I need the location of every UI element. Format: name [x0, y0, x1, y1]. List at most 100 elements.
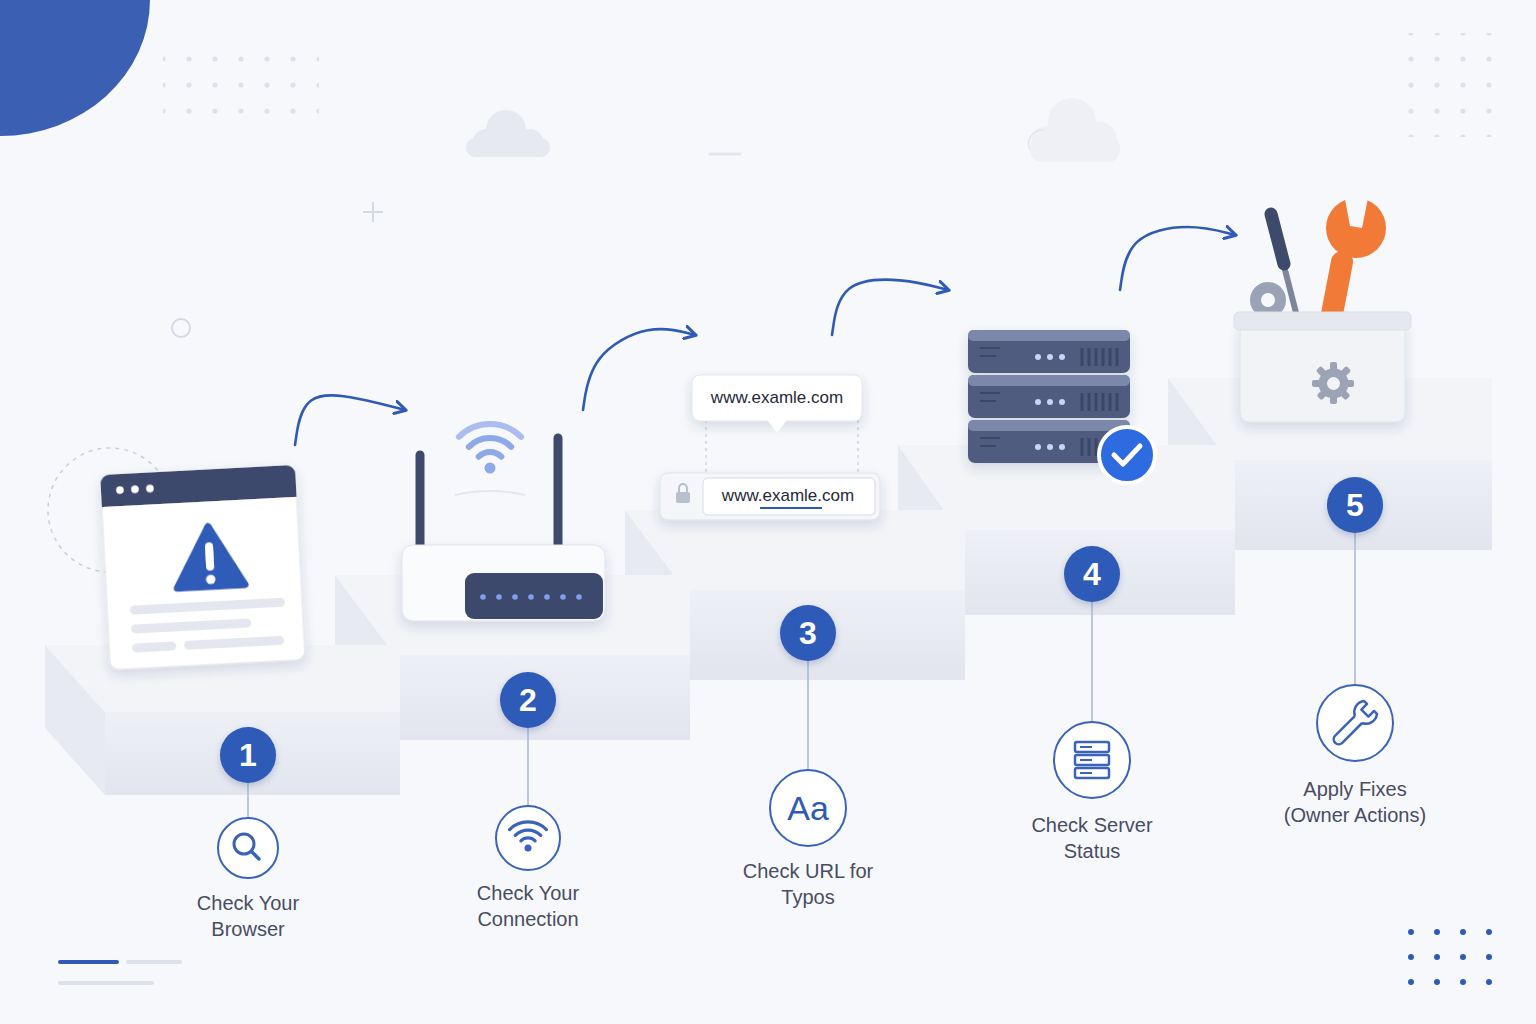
server-illustration-part	[1099, 427, 1155, 483]
browser-warning-illustration-part-part	[100, 465, 296, 507]
router-illustration-part	[496, 594, 502, 600]
browser-warning-illustration-part-part	[184, 636, 284, 650]
caption-icons-part	[525, 845, 532, 852]
router-illustration-part	[485, 463, 496, 474]
server-illustration-part-part	[968, 330, 1130, 373]
server-illustration	[968, 330, 1155, 483]
caption-icons-part	[252, 852, 260, 860]
url-illustration-part-part	[692, 375, 862, 421]
toolbox-illustration-part	[1261, 293, 1275, 307]
background-part	[0, 0, 150, 136]
browser-warning-illustration-part-part	[130, 598, 285, 615]
browser-warning-illustration-part-part	[116, 486, 124, 494]
router-illustration-part-part	[402, 545, 605, 621]
server-illustration-part	[1059, 399, 1065, 405]
router-illustration-part-part	[465, 573, 603, 619]
server-illustration-part	[1035, 444, 1041, 450]
toolbox-illustration-part-part	[1316, 366, 1351, 401]
step-number: 4	[1064, 546, 1120, 602]
server-illustration-part	[1047, 354, 1053, 360]
router-illustration-part	[528, 594, 534, 600]
caption-icons-part-part	[1350, 699, 1378, 727]
caption-icons-part	[1080, 747, 1092, 773]
staircase-part	[105, 712, 400, 795]
url-text: www.examle.com	[692, 388, 862, 408]
staircase-part	[1228, 460, 1492, 550]
icon-glyph: Aa	[773, 788, 843, 828]
decor-clouds-part	[1029, 130, 1044, 150]
decor-clouds-part	[710, 153, 740, 156]
router-illustration-part	[576, 594, 582, 600]
url-illustration-part-part	[660, 473, 880, 520]
browser-warning-illustration-part-part	[101, 483, 296, 507]
router-illustration-part	[459, 424, 521, 437]
router-illustration-part	[402, 545, 605, 621]
step-number: 1	[220, 727, 276, 783]
router-illustration-part	[512, 594, 518, 600]
leader-lines-part	[1354, 533, 1356, 685]
url-text: www.examle.com	[703, 486, 873, 506]
staircase-part	[958, 530, 1235, 615]
browser-warning-illustration-part	[100, 465, 305, 670]
caption-icons-part	[510, 822, 547, 830]
browser-warning-illustration-part-part	[146, 485, 154, 493]
toolbox-illustration-part	[1234, 312, 1411, 330]
decor-clouds-part	[172, 319, 190, 337]
router-illustration-part	[416, 455, 425, 558]
url-illustration-part	[767, 420, 787, 433]
browser-warning-illustration-part-part	[174, 525, 245, 588]
server-illustration-part	[1059, 444, 1065, 450]
background-part	[163, 48, 319, 126]
decor-clouds-part	[466, 138, 550, 157]
caption-icons-part	[1327, 699, 1379, 751]
caption-icons-part	[218, 818, 278, 878]
toolbox-illustration-part	[1312, 362, 1354, 404]
leader-lines-part	[527, 728, 529, 806]
server-illustration-part	[968, 420, 1130, 431]
step-arrow	[583, 329, 695, 410]
browser-warning-illustration	[48, 448, 305, 670]
server-illustration-part	[1035, 354, 1041, 360]
step-node: 1Check Your Browser	[40, 425, 295, 955]
step-caption: Check Server Status	[1012, 812, 1172, 864]
step-number: 5	[1327, 477, 1383, 533]
caption-icons-part	[496, 806, 560, 870]
router-illustration-part	[554, 438, 563, 545]
server-illustration-part	[1114, 446, 1140, 464]
server-illustration-part	[980, 348, 1000, 446]
router-illustration-part	[544, 594, 550, 600]
server-illustration-part	[1047, 444, 1053, 450]
caption-icons-part	[515, 830, 540, 835]
toolbox-illustration-part-part	[1240, 322, 1405, 422]
server-illustration-part	[968, 330, 1130, 341]
router-illustration-part	[560, 594, 566, 600]
caption-icons-part	[1054, 722, 1130, 798]
staircase-part	[685, 590, 965, 680]
step-node: 4Check Server Status	[948, 270, 1120, 870]
browser-warning-illustration-part-part	[131, 618, 251, 633]
leader-lines-part	[247, 783, 249, 818]
background-part	[128, 960, 180, 964]
step-node: 2Check Your Connection	[405, 390, 583, 935]
step-arrow	[1120, 227, 1235, 290]
step-caption: Check Your Browser	[168, 890, 328, 942]
decor-clouds-part	[1030, 136, 1120, 162]
server-illustration-part	[1035, 399, 1041, 405]
url-illustration-part	[703, 478, 875, 515]
toolbox-illustration-part-part	[1317, 366, 1352, 401]
server-illustration-part	[1047, 399, 1053, 405]
router-illustration-part	[480, 594, 486, 600]
toolbox-illustration-part	[1344, 194, 1368, 228]
server-illustration-part	[1059, 354, 1065, 360]
toolbox-illustration-part	[1240, 322, 1405, 422]
toolbox-illustration	[1234, 194, 1411, 422]
router-illustration-part	[455, 491, 525, 495]
url-illustration-part	[705, 420, 706, 473]
browser-warning-illustration-part-part	[205, 542, 214, 570]
browser-warning-illustration-part-part	[131, 485, 139, 493]
url-illustration-part	[660, 375, 880, 520]
step-node: 5Apply Fixes (Owner Actions)	[1235, 215, 1495, 835]
caption-icons	[218, 685, 1393, 878]
background-part	[60, 960, 117, 964]
